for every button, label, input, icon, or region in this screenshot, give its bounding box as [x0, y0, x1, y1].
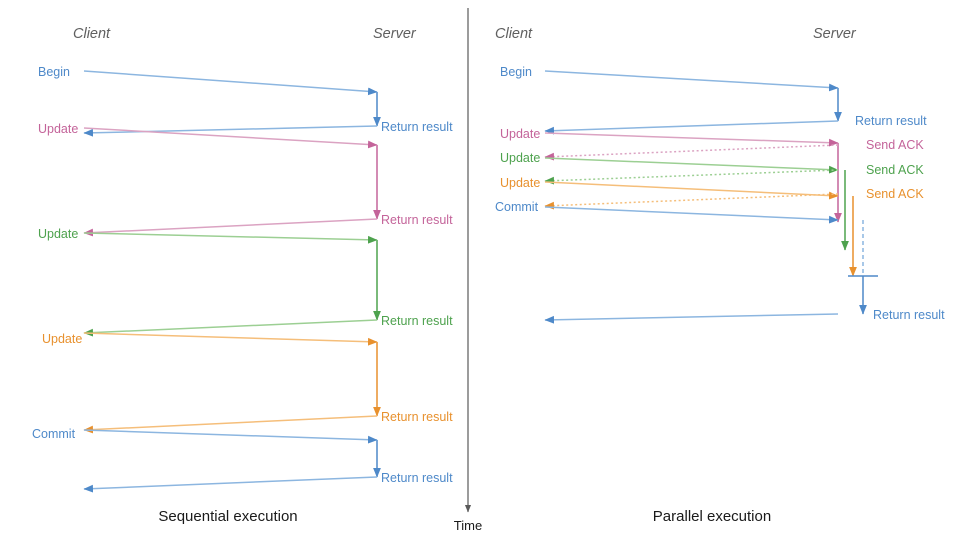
time-axis: Time: [454, 8, 482, 533]
message-label-commit: Commit: [495, 200, 539, 214]
lane-header-server: Server: [813, 26, 857, 42]
message-label-ack-1: Send ACK: [866, 138, 924, 152]
message-label-commit-return: Return result: [873, 308, 945, 322]
message-label-begin-return: Return result: [855, 114, 927, 128]
panel-caption-parallel: Parallel execution: [653, 508, 771, 525]
message-arrow-update-3: [544, 181, 839, 200]
message-arrow-ack-3: [544, 193, 839, 210]
message-label-commit-return: Return result: [381, 471, 453, 485]
message-label-update-2-return: Return result: [381, 314, 453, 328]
message-arrow-commit: [544, 206, 839, 224]
message-arrow-begin-return: [83, 125, 378, 137]
message-label-update-3: Update: [42, 332, 82, 346]
message-label-ack-3: Send ACK: [866, 187, 924, 201]
message-arrow-update-2-return: [83, 319, 378, 337]
message-arrow-ack-2: [544, 169, 839, 185]
message-label-begin: Begin: [500, 65, 532, 79]
message-arrow-ack-1: [544, 144, 839, 161]
message-arrow-begin: [544, 70, 839, 92]
message-arrow-begin: [83, 70, 378, 96]
message-label-update-2: Update: [500, 151, 540, 165]
message-label-update-1: Update: [500, 127, 540, 141]
message-label-ack-2: Send ACK: [866, 163, 924, 177]
time-axis-label: Time: [454, 518, 482, 533]
message-arrow-update-2: [83, 232, 378, 244]
message-label-update-3: Update: [500, 176, 540, 190]
message-arrow-update-1: [83, 127, 378, 149]
lane-header-server: Server: [373, 26, 417, 42]
message-label-commit: Commit: [32, 427, 76, 441]
message-arrow-commit-return: [83, 476, 378, 493]
message-label-begin-return: Return result: [381, 120, 453, 134]
message-label-update-1: Update: [38, 122, 78, 136]
message-label-update-1-return: Return result: [381, 213, 453, 227]
message-arrow-update-3-return: [83, 415, 378, 434]
message-arrow-update-1-return: [83, 218, 378, 237]
message-arrow-commit-return: [544, 313, 839, 324]
message-arrow-update-3: [83, 332, 378, 346]
message-arrow-begin-return: [544, 120, 839, 135]
lane-header-client: Client: [495, 26, 533, 42]
message-label-update-3-return: Return result: [381, 410, 453, 424]
panel-caption-sequential: Sequential execution: [158, 508, 297, 525]
message-label-begin: Begin: [38, 65, 70, 79]
message-arrow-commit: [83, 429, 378, 444]
lane-header-client: Client: [73, 26, 111, 42]
message-arrow-update-2: [544, 157, 839, 174]
message-arrow-update-1: [544, 132, 839, 147]
message-label-update-2: Update: [38, 227, 78, 241]
